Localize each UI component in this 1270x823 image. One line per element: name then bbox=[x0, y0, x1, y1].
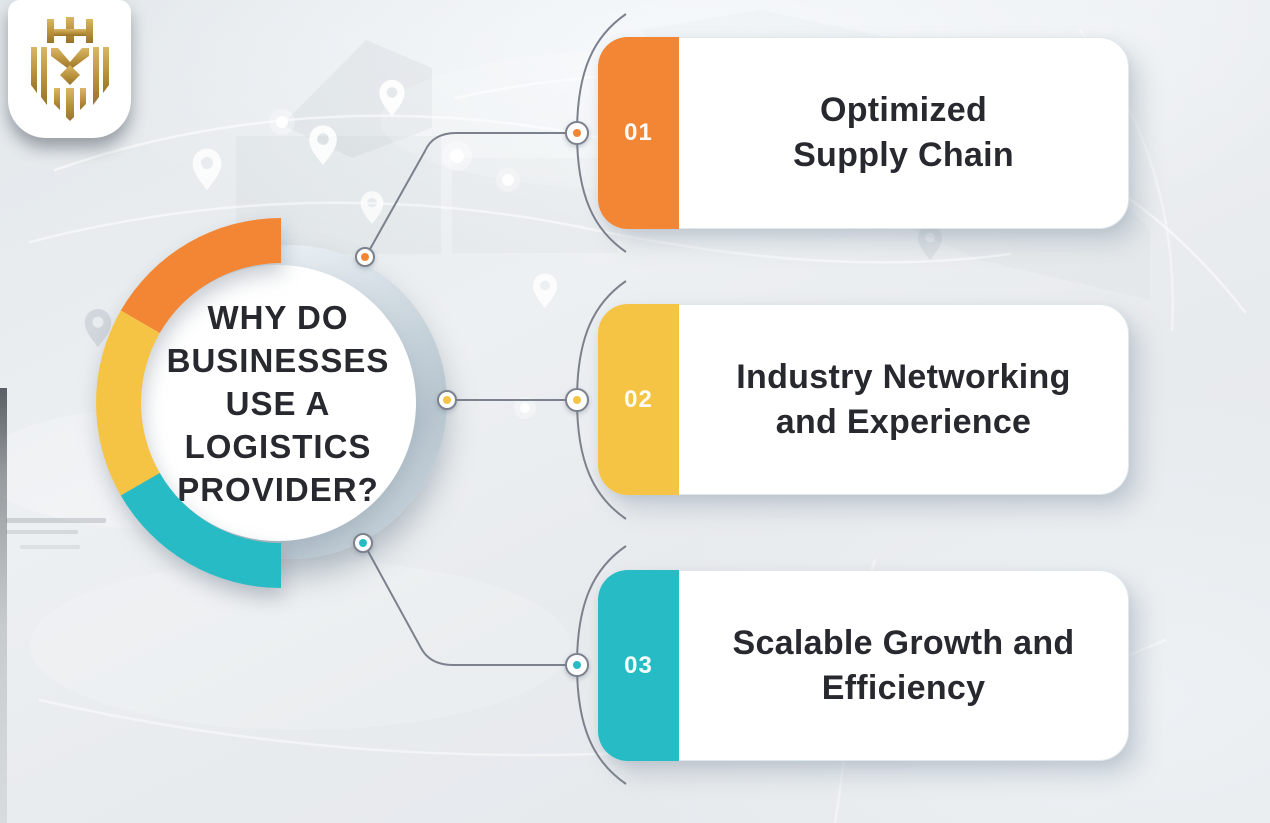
item-card-2-number-tab: 02 bbox=[598, 304, 679, 495]
item-card-2: 02 Industry Networking and Experience bbox=[598, 304, 1129, 495]
item-card-1-title-line: Supply Chain bbox=[793, 136, 1014, 174]
item-card-1-title: Optimized Supply Chain bbox=[793, 88, 1014, 178]
item-card-2-number: 02 bbox=[624, 385, 653, 413]
hub-node-3 bbox=[353, 533, 373, 553]
item-card-3-title-line: Scalable Growth and bbox=[732, 623, 1075, 662]
hub-title-line: PROVIDER? bbox=[177, 470, 379, 508]
hub-node-2 bbox=[437, 390, 457, 410]
hub-title-line: LOGISTICS bbox=[184, 427, 372, 465]
item-card-1-body: Optimized Supply Chain bbox=[679, 38, 1128, 228]
hub-title-line: WHY DO bbox=[207, 298, 349, 336]
item-card-2-title: Industry Networking and Experience bbox=[736, 355, 1070, 445]
item-card-3-body: Scalable Growth and Efficiency bbox=[679, 571, 1128, 760]
item-card-3-number-tab: 03 bbox=[598, 570, 679, 761]
item-card-3-title: Scalable Growth and Efficiency bbox=[733, 621, 1075, 711]
lion-crest-icon bbox=[30, 17, 109, 121]
item-card-3-number: 03 bbox=[624, 651, 653, 679]
light-sweep bbox=[30, 560, 570, 730]
card-node-2 bbox=[565, 388, 589, 412]
container-silhouette bbox=[236, 136, 441, 254]
item-card-3-title-line: Efficiency bbox=[821, 668, 986, 707]
hub-node-3-core bbox=[359, 539, 367, 547]
card-node-3-core bbox=[573, 661, 581, 669]
container-silhouette bbox=[282, 40, 432, 158]
hub-title-line: BUSINESSES bbox=[166, 341, 390, 379]
hub-circle: WHY DO BUSINESSES USE A LOGISTICS PROVID… bbox=[140, 265, 416, 541]
item-card-2-body: Industry Networking and Experience bbox=[679, 305, 1128, 494]
hub-title-line: USE A bbox=[225, 384, 331, 422]
hub-title: WHY DO BUSINESSES USE A LOGISTICS PROVID… bbox=[167, 296, 390, 511]
brand-logo bbox=[8, 0, 131, 138]
item-card-1-number: 01 bbox=[624, 119, 653, 146]
card-node-1-core bbox=[573, 129, 581, 137]
item-card-2-title-line: Industry Networking bbox=[736, 357, 1071, 396]
card-node-3 bbox=[565, 653, 589, 677]
photo-edge-shadow bbox=[0, 388, 7, 823]
item-card-1: 01 Optimized Supply Chain bbox=[598, 37, 1129, 229]
card-node-1 bbox=[565, 121, 589, 145]
item-card-1-number-tab: 01 bbox=[598, 37, 679, 229]
container-silhouette bbox=[452, 158, 617, 253]
connector-line-1 bbox=[364, 132, 566, 259]
item-card-3: 03 Scalable Growth and Efficiency bbox=[598, 570, 1129, 761]
hub-node-2-core bbox=[443, 396, 451, 404]
hub-node-1 bbox=[355, 247, 375, 267]
item-card-2-title-line: and Experience bbox=[775, 402, 1032, 441]
truck-silhouette bbox=[6, 518, 106, 549]
card-node-2-core bbox=[573, 396, 581, 404]
connector-line-3 bbox=[362, 541, 566, 666]
item-card-1-title-line: Optimized bbox=[819, 91, 988, 129]
hub-node-1-core bbox=[361, 253, 369, 261]
